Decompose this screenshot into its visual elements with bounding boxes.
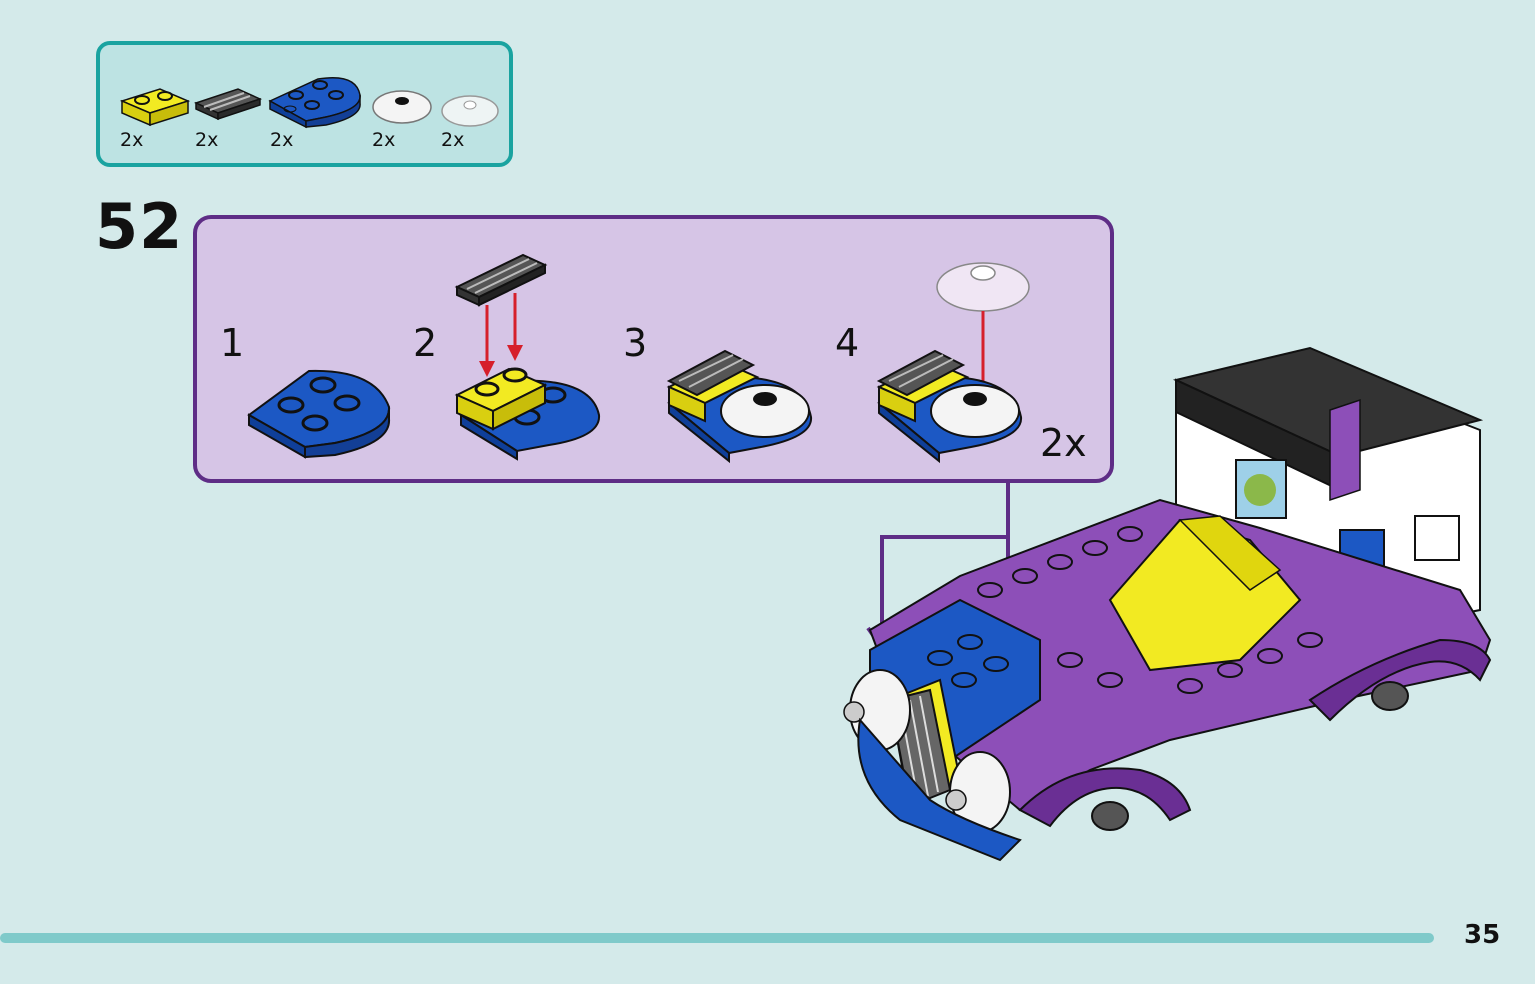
substep-number-3: 3	[623, 321, 648, 365]
parts-list-box: 2x 2x 2x 2x 2x	[96, 41, 513, 167]
blue-plate-illustration	[247, 369, 391, 459]
part-quantity: 2x	[270, 129, 294, 151]
step-number: 52	[95, 190, 184, 263]
part-quantity: 2x	[195, 129, 219, 151]
substep-number-1: 1	[220, 321, 245, 365]
car-model-illustration	[843, 346, 1492, 862]
substep-number-4: 4	[835, 321, 860, 365]
yellow-plate-1x2-icon	[119, 88, 191, 127]
blue-rounded-plate-icon	[268, 77, 361, 129]
part-quantity: 2x	[372, 129, 396, 151]
white-round-dish-icon	[372, 90, 432, 124]
part-quantity: 2x	[120, 129, 144, 151]
substep-box: 1 2 3 4 2x	[193, 215, 1114, 483]
substep-2-illustration	[454, 253, 601, 461]
substep-4-illustration	[876, 262, 1030, 464]
multiplier-label: 2x	[1040, 421, 1087, 465]
page-number: 35	[1464, 920, 1501, 950]
transparent-round-dish-icon	[441, 95, 499, 127]
dark-grey-grille-tile-icon	[193, 88, 263, 121]
substep-3-illustration	[666, 349, 813, 464]
substep-number-2: 2	[413, 321, 438, 365]
page-divider-bar	[0, 933, 1434, 943]
part-quantity: 2x	[441, 129, 465, 151]
